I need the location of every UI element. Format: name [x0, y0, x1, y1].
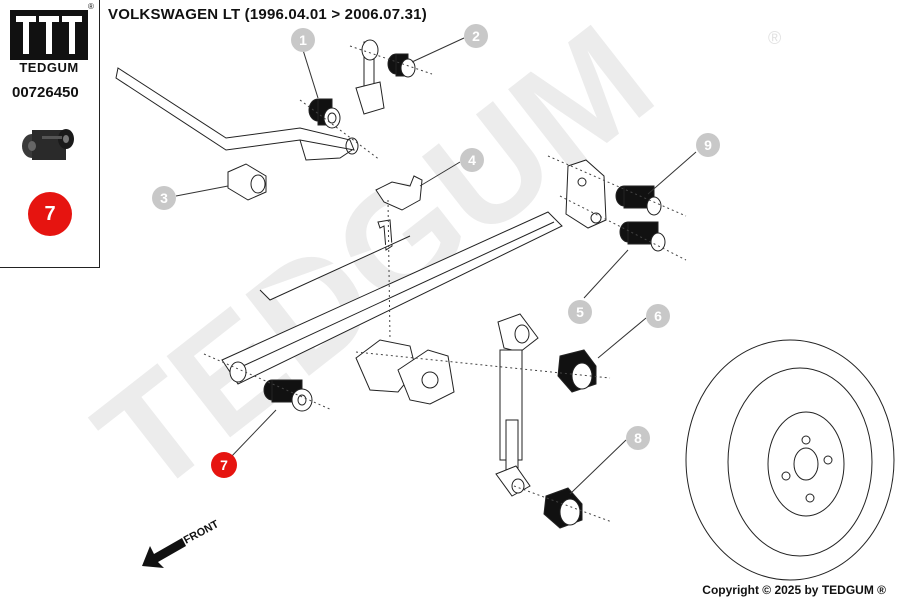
callout-1: 1	[291, 28, 315, 52]
callout-6: 6	[646, 304, 670, 328]
brand-name: TEDGUM	[19, 60, 79, 75]
callout-7-label: 7	[220, 457, 228, 473]
highlight-badge: 7	[28, 192, 72, 236]
callout-5-label: 5	[576, 304, 584, 320]
stabilizer-link-part-2	[355, 39, 385, 115]
callout-2: 2	[464, 24, 488, 48]
shock-absorber	[495, 313, 539, 497]
stabilizer-bar	[115, 67, 359, 161]
callout-3-label: 3	[160, 190, 168, 206]
bushing-part-7	[263, 379, 313, 412]
tedgum-logo-icon	[10, 10, 88, 60]
callout-3: 3	[152, 186, 176, 210]
part-info-panel: ® TEDGUM 00726450 7	[0, 0, 100, 268]
callout-2-label: 2	[472, 28, 480, 44]
stabilizer-mount-block	[227, 163, 267, 201]
assembly-guides	[203, 45, 687, 523]
bushing-part-2	[387, 53, 416, 78]
bushing-part-9	[615, 185, 662, 216]
callout-8: 8	[626, 426, 650, 450]
callout-4-label: 4	[468, 152, 476, 168]
callout-6-label: 6	[654, 308, 662, 324]
callout-5: 5	[568, 300, 592, 324]
bushing-part-6	[557, 349, 597, 393]
callout-9: 9	[696, 133, 720, 157]
part-number: 00726450	[12, 84, 79, 101]
registered-mark: ®	[88, 2, 94, 11]
bushing-thumbnail-icon	[22, 129, 74, 160]
wheel	[685, 339, 895, 581]
callout-1-label: 1	[299, 32, 307, 48]
leaf-spring	[221, 211, 563, 385]
callout-9-label: 9	[704, 137, 712, 153]
copyright-notice: Copyright © 2025 by TEDGUM ®	[702, 583, 886, 597]
bushing-part-8	[543, 487, 583, 529]
front-arrow-icon: FRONT	[142, 518, 221, 568]
front-label: FRONT	[182, 518, 221, 547]
callout-8-label: 8	[634, 430, 642, 446]
callout-leaders	[175, 37, 697, 495]
vehicle-title: VOLKSWAGEN LT (1996.04.01 > 2006.07.31)	[108, 6, 427, 23]
callout-7: 7	[211, 452, 237, 478]
bracket-part-4	[375, 175, 423, 251]
bushing-part-1	[308, 98, 341, 129]
watermark-reg: ®	[768, 28, 781, 48]
axle-hub	[355, 339, 455, 405]
bushing-part-5	[619, 221, 666, 252]
shackle-bracket	[565, 159, 607, 229]
callout-4: 4	[460, 148, 484, 172]
